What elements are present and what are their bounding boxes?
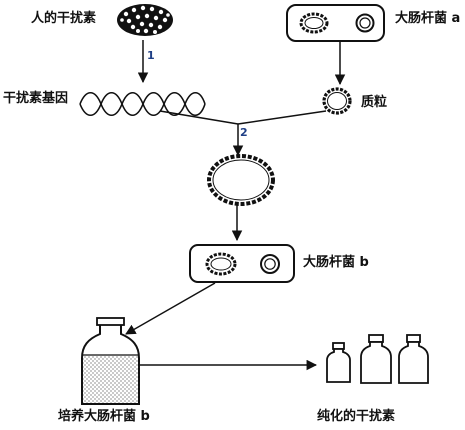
- label-ecoli-a: 大肠杆菌 a: [395, 11, 461, 26]
- ecoli-a-chromosome-icon: [299, 12, 329, 34]
- ecoli-b-plasmid-icon: [260, 254, 280, 274]
- dna-helix-icon: [79, 91, 206, 117]
- label-plasmid: 质粒: [361, 95, 388, 110]
- interferon-cluster-icon: [117, 4, 173, 36]
- plasmid-icon: [322, 87, 352, 115]
- vial-icon-2: [360, 334, 392, 384]
- label-step-1: 1: [147, 49, 155, 62]
- vial-icon-1: [326, 342, 351, 383]
- merge-line-gene: [159, 110, 239, 125]
- label-purified-interferon: 纯化的干扰素: [317, 409, 396, 424]
- recombinant-plasmid-icon: [207, 154, 275, 206]
- arrow-culture: [125, 282, 216, 335]
- ecoli-a-plasmid-icon: [355, 13, 375, 33]
- label-interferon-gene: 干扰素基因: [3, 91, 69, 106]
- culture-bottle-icon: [81, 317, 140, 405]
- vial-icon-3: [398, 334, 429, 384]
- ecoli-b-chromosome-icon: [205, 252, 237, 276]
- label-human-interferon: 人的干扰素: [31, 11, 97, 26]
- ecoli-b-cell: [189, 244, 295, 283]
- merge-line-plasmid: [237, 110, 327, 125]
- ecoli-a-cell: [286, 4, 385, 42]
- label-culture-ecoli-b: 培养大肠杆菌 b: [58, 409, 150, 424]
- label-ecoli-b: 大肠杆菌 b: [303, 255, 369, 270]
- label-step-2: 2: [240, 126, 248, 139]
